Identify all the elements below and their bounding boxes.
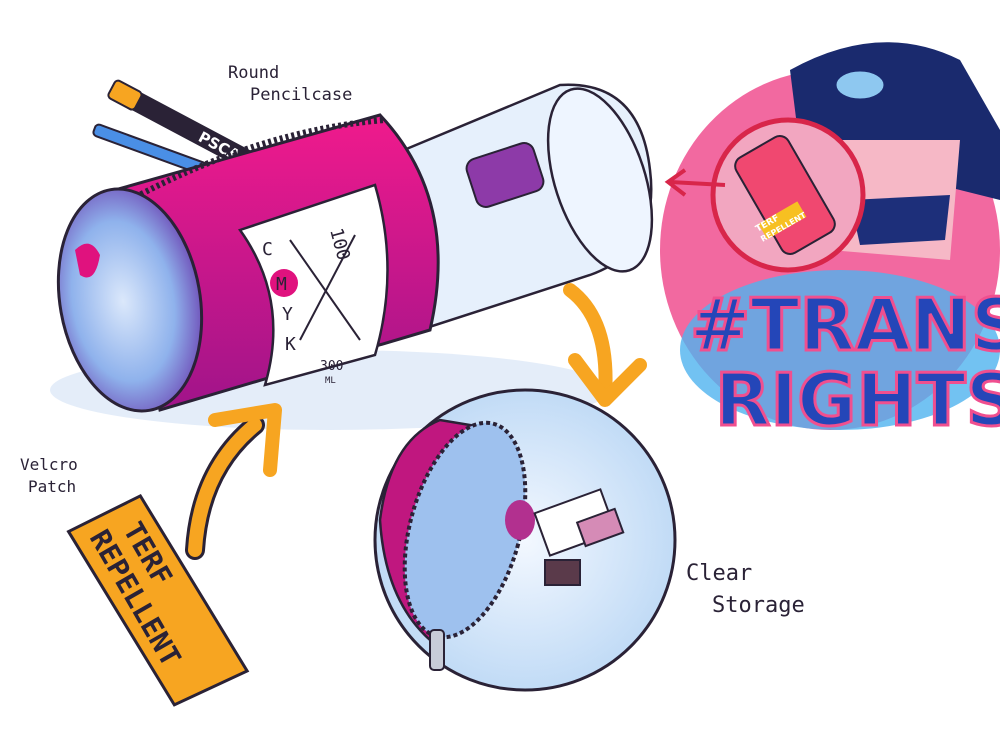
can-letter-y: Y [282,304,293,325]
graffiti-line2: RIGHTS [715,358,1000,442]
label-velcro: Velcro [20,455,78,474]
can-letter-m: M [276,274,287,295]
can-letter-c: C [262,239,273,260]
pencilcase-end-cap [56,187,204,413]
label-round: Round [228,63,279,83]
arrow-to-storage [563,283,613,402]
velcro-patch: TERF REPELLENT [66,493,250,707]
trans-rights-artwork: TERF REPELLENT #TRANS RIGHTS [660,42,1000,444]
can-volume: 300 [320,359,343,374]
label-storage: Storage [712,593,805,618]
can-letter-k: K [285,334,296,355]
zipper [128,117,386,203]
label-clear: Clear [686,561,752,586]
graffiti-line1: #TRANS [690,283,1000,367]
clear-tube-end [378,83,654,332]
label-patch: Patch [28,477,76,496]
can-label: 100 C M Y K 300 ML [237,183,389,387]
red-arrow [664,168,687,197]
can-unit: ML [325,376,336,386]
label-pencilcase: Pencilcase [250,85,352,105]
drip-mark [75,243,100,278]
storage-detail-circle [373,388,677,692]
